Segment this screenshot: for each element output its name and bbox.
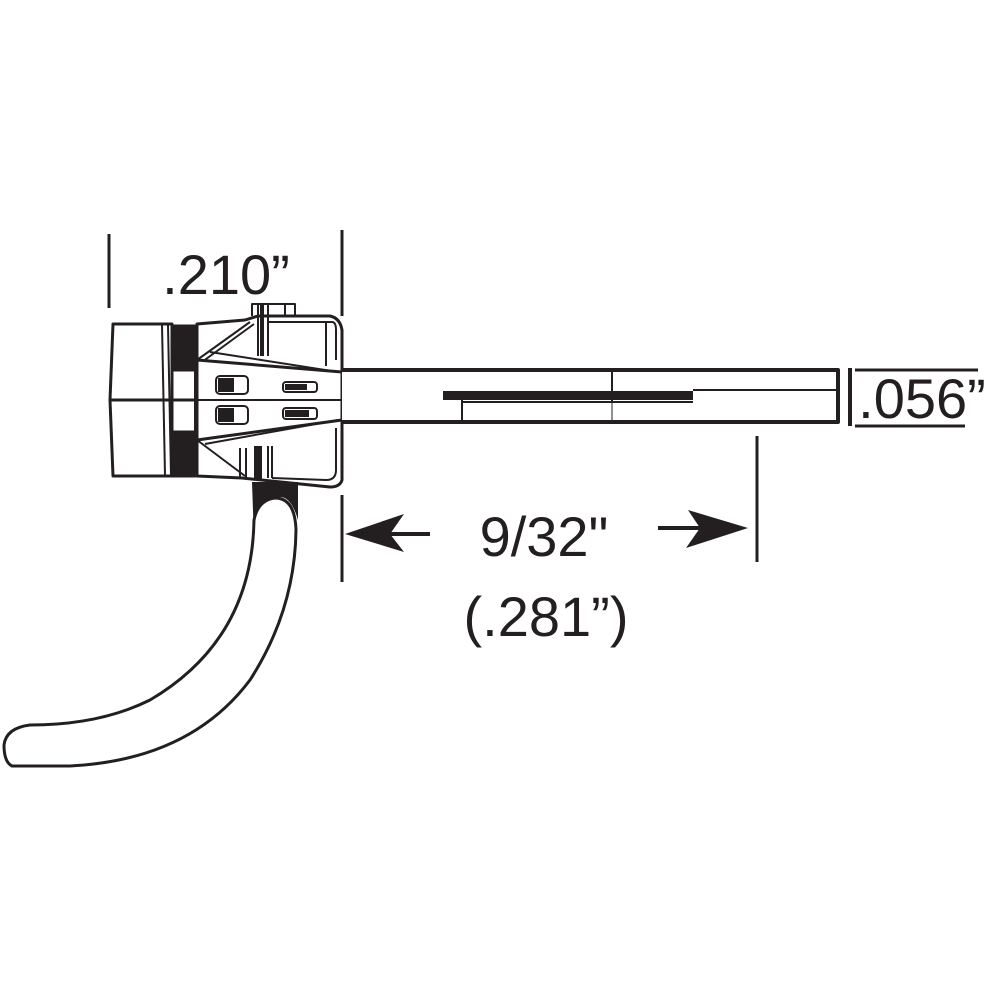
slot-lower-left bbox=[215, 405, 249, 425]
slot-upper-right bbox=[282, 381, 318, 393]
slot-lower-right bbox=[282, 407, 318, 420]
left-arrow-icon bbox=[345, 514, 430, 552]
slot-upper-left bbox=[215, 375, 249, 395]
trip-pin bbox=[2, 482, 298, 768]
coupler-box bbox=[195, 303, 344, 489]
dimension-label-head-length: .210” bbox=[162, 243, 290, 306]
dimension-shank-thickness bbox=[848, 368, 978, 428]
dimension-head-length bbox=[107, 230, 344, 316]
dimension-sublabel-shank-length: (.281”) bbox=[464, 585, 629, 648]
centering-spring bbox=[443, 391, 693, 400]
dimension-label-shank-length: 9/32" bbox=[480, 505, 609, 568]
right-arrow-icon bbox=[658, 510, 748, 548]
dimension-label-shank-thickness: .056” bbox=[858, 367, 986, 430]
dimension-shank-length bbox=[340, 436, 759, 582]
shank bbox=[342, 368, 840, 424]
knuckle-head bbox=[108, 322, 197, 478]
